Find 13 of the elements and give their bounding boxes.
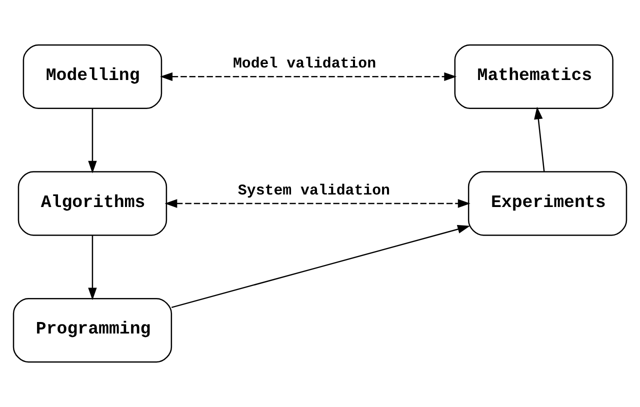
edge-label: System validation: [238, 183, 390, 200]
arrow: [171, 224, 470, 308]
arrow: [164, 199, 470, 208]
edge-label: Model validation: [232, 56, 376, 72]
arrow: [534, 106, 545, 172]
node-box: Experiments: [468, 171, 628, 236]
node-box: Programming: [12, 298, 172, 363]
arrow: [160, 72, 457, 82]
arrow: [88, 235, 97, 300]
node-box: Algorithms: [18, 171, 168, 236]
arrow: [88, 108, 97, 174]
node-box: Mathematics: [454, 44, 614, 109]
node-box: Modelling: [22, 44, 162, 109]
